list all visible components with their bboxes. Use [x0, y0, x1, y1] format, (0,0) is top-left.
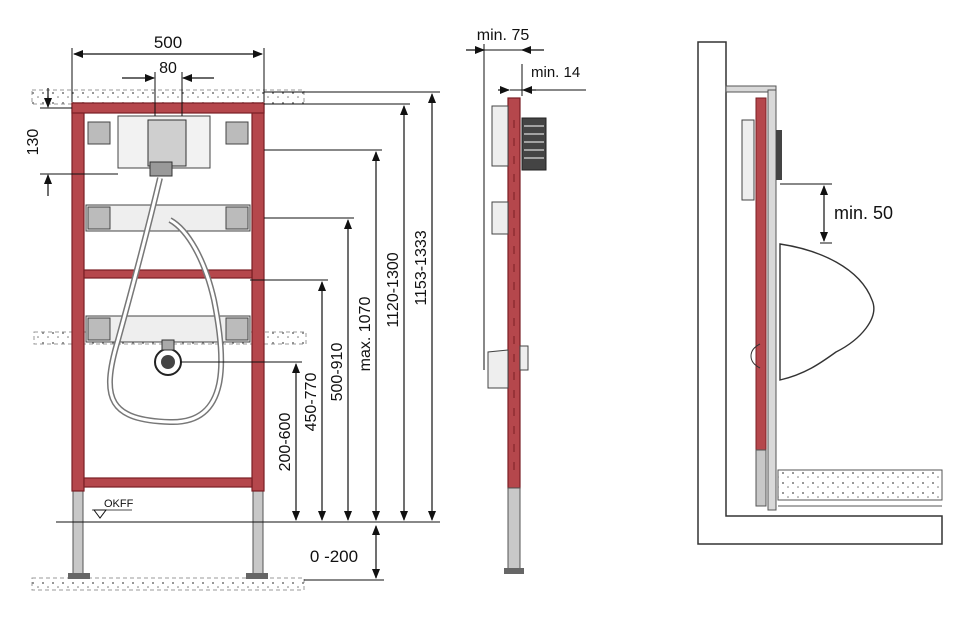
floor-band [31, 577, 305, 591]
gap-label: min. 50 [834, 203, 893, 223]
urinal [779, 243, 875, 381]
frame [71, 102, 265, 492]
flush-valve [117, 115, 211, 177]
wall-section [697, 41, 943, 545]
front-view: 500 80 130 OKFF [25, 33, 440, 591]
install-view: min. 50 [697, 41, 943, 545]
top-label: 130 [25, 129, 42, 156]
height-dimensions [292, 93, 436, 521]
spacing-label: 80 [159, 60, 177, 77]
top-wall-band [31, 89, 305, 105]
height-reference-lines [180, 91, 440, 363]
left-leg [72, 486, 84, 578]
cover-panel [767, 89, 777, 511]
okff-label: OKFF [104, 498, 134, 510]
okff-marker-icon [93, 509, 107, 519]
drain-outlet [154, 339, 182, 376]
right-foot [246, 573, 268, 579]
width-label: 500 [154, 33, 182, 52]
right-leg [252, 486, 264, 578]
clearance-label: min. 14 [531, 64, 580, 81]
floor-screed [777, 469, 943, 501]
height-label-3: 500-910 [329, 343, 346, 402]
side-view: min. 75 min. 14 [466, 27, 586, 574]
mounting-rails [85, 121, 251, 343]
height-label-4: max. 1070 [357, 297, 374, 372]
depth-label: min. 75 [477, 27, 530, 44]
flush-valve-side [521, 117, 547, 171]
left-foot [68, 573, 90, 579]
height-label-5: 1120-1300 [385, 252, 402, 327]
height-label-6: 1153-1333 [413, 230, 430, 305]
side-leg [507, 487, 521, 571]
height-label-1: 200-600 [277, 413, 294, 472]
height-label-2: 450-770 [303, 373, 320, 432]
install-frame [755, 97, 767, 451]
adjust-label: 0 -200 [310, 547, 358, 566]
